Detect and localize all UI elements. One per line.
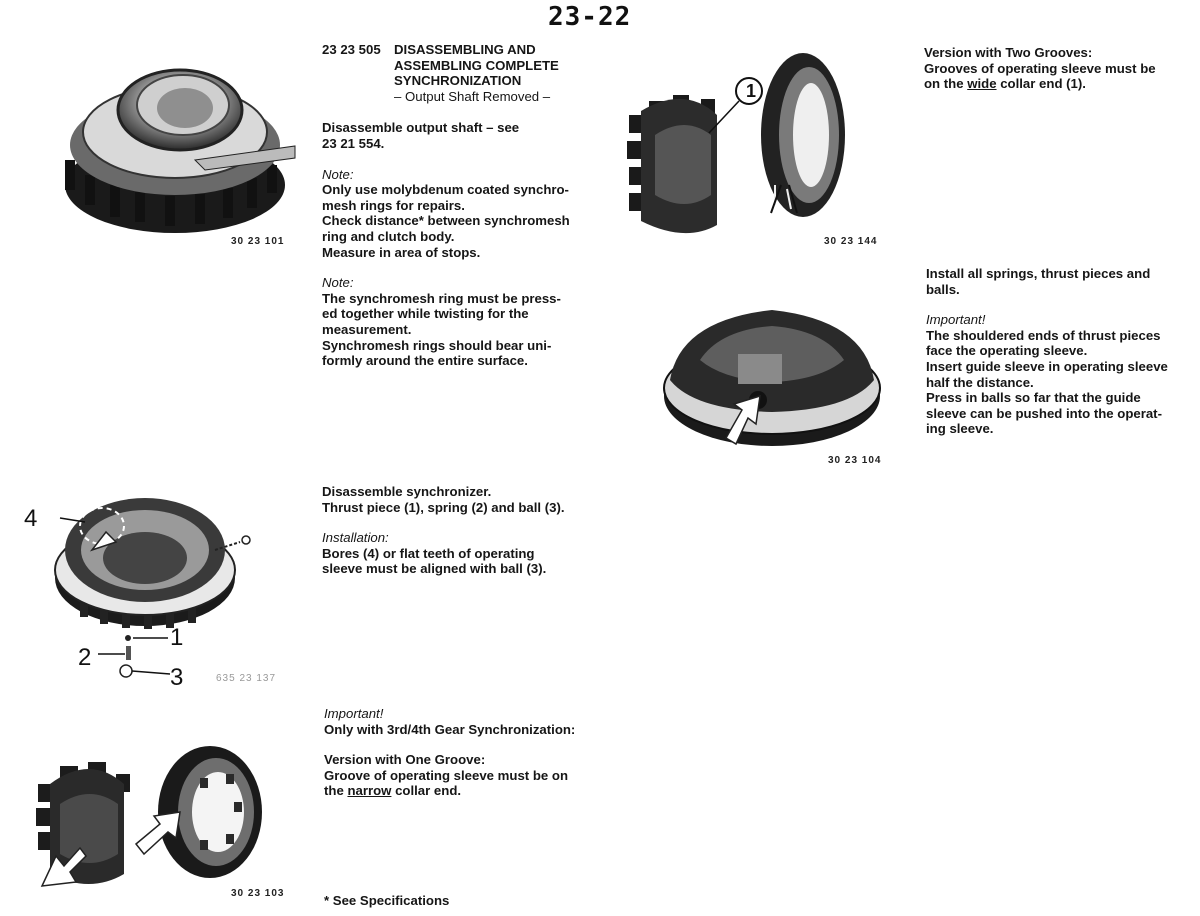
important2-line-2: face the operating sleeve. (926, 343, 1088, 359)
note1-line-1: Only use molybdenum coated synchro- (322, 182, 569, 198)
two-grooves-text-post: collar end (1). (996, 76, 1086, 92)
note-label-2: Note: (322, 275, 354, 291)
important-line: Only with 3rd/4th Gear Synchronization: (324, 721, 576, 737)
block1-line-1: Disassemble output shaft – see (322, 120, 520, 136)
figure-code-2: 635 23 137 (216, 673, 277, 684)
note2-line-1: The synchromesh ring must be press- (322, 290, 561, 306)
section-title-line-2: ASSEMBLING COMPLETE (394, 57, 559, 73)
figure-code-3: 30 23 103 (231, 888, 285, 899)
section-code: 23 23 505 (322, 42, 381, 57)
right-block-1: Version with Two Grooves: Grooves of ope… (924, 45, 1194, 92)
callout-4: 4 (24, 505, 38, 532)
callout-1: 1 (170, 624, 184, 651)
two-grooves-line-1: Grooves of operating sleeve must be (924, 60, 1156, 76)
section-block-2: Disassemble synchronizer. Thrust piece (… (322, 484, 612, 577)
important2-line-5: Press in balls so far that the guide (926, 390, 1141, 406)
important2-line-6: sleeve can be pushed into the operat- (926, 405, 1162, 421)
note2-line-5: formly around the entire surface. (322, 353, 528, 369)
important-label-2: Important! (926, 312, 986, 328)
note1-line-4: ring and clutch body. (322, 228, 455, 244)
two-grooves-text-pre: on the (924, 76, 968, 92)
section-block-1: 23 23 505 DISASSEMBLING AND ASSEMBLING C… (322, 42, 612, 369)
note1-line-5: Measure in area of stops. (322, 244, 481, 260)
one-groove-line-2: the narrow collar end. (324, 783, 614, 799)
installation-label: Installation: (322, 530, 389, 546)
two-grooves-line-2: on the wide collar end (1). (924, 76, 1194, 92)
note1-line-2: mesh rings for repairs. (322, 197, 465, 213)
footnote: * See Specifications (324, 893, 450, 908)
important2-line-1: The shouldered ends of thrust pieces (926, 327, 1161, 343)
callout-2: 2 (78, 644, 92, 671)
page-number: 23-22 (548, 2, 632, 32)
important2-line-3: Insert guide sleeve in operating sleeve (926, 358, 1168, 374)
figure-code-1: 30 23 101 (231, 236, 285, 247)
block2-line-1: Disassemble synchronizer. (322, 484, 492, 499)
figure-synchro-ring-feeler-gauge (65, 68, 296, 233)
important2-line-7: ing sleeve. (926, 421, 994, 437)
block1-line-2: 23 21 554. (322, 135, 385, 151)
figure-one-groove-sleeve (36, 746, 262, 887)
one-groove-text-pre: the (324, 783, 348, 799)
block2-line-2: Thrust piece (1), spring (2) and ball (3… (322, 499, 565, 515)
figure-code-4: 30 23 144 (824, 236, 878, 247)
important2-line-4: half the distance. (926, 374, 1034, 390)
install-springs-line-2: balls. (926, 281, 960, 297)
figure-synchronizer-exploded (54, 498, 251, 678)
circled-callout-1: 1 (745, 81, 756, 101)
note2-line-4: Synchromesh rings should bear uni- (322, 337, 552, 353)
one-groove-text-post: collar end. (391, 783, 462, 799)
wide-word: wide (967, 76, 997, 92)
note2-line-2: ed together while twisting for the (322, 306, 529, 322)
narrow-word: narrow (347, 783, 392, 799)
right-block-2: Install all springs, thrust pieces and b… (926, 266, 1196, 437)
one-groove-line-1: Groove of operating sleeve must be on (324, 767, 569, 783)
note-label-1: Note: (322, 166, 354, 182)
section-block-3: Important! Only with 3rd/4th Gear Synchr… (324, 706, 614, 799)
install-line-1: Bores (4) or flat teeth of operating (322, 545, 535, 561)
figure-two-groove-sleeve (627, 53, 845, 234)
figure-code-5: 30 23 104 (828, 455, 882, 466)
callout-3: 3 (170, 664, 184, 691)
section-subtitle: – Output Shaft Removed – (394, 88, 551, 104)
note2-line-3: measurement. (322, 321, 412, 337)
section-title-line-3: SYNCHRONIZATION (394, 73, 522, 89)
install-springs-line-1: Install all springs, thrust pieces and (926, 266, 1151, 281)
note1-line-3: Check distance* between synchromesh (322, 213, 570, 229)
figure-guide-sleeve-install (663, 310, 881, 446)
section-title-line-1: DISASSEMBLING AND (394, 42, 536, 57)
one-groove-label: Version with One Groove: (324, 752, 486, 768)
two-grooves-label: Version with Two Grooves: (924, 45, 1093, 60)
important-label-1: Important! (324, 706, 384, 721)
install-line-2: sleeve must be aligned with ball (3). (322, 561, 547, 577)
